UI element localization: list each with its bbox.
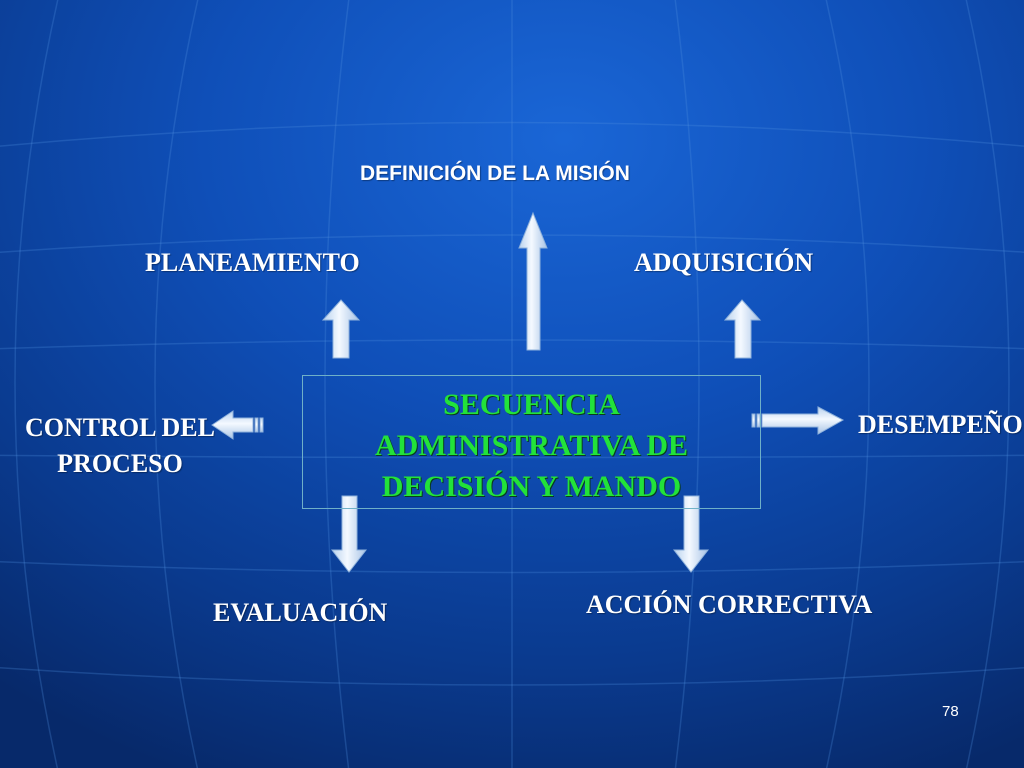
node-planning: PLANEAMIENTO xyxy=(145,248,360,277)
node-control-line-2: PROCESO xyxy=(57,449,183,478)
arrow-left-control xyxy=(211,410,264,440)
arrow-down-evaluation xyxy=(330,495,368,573)
center-title: SECUENCIA ADMINISTRATIVA DE DECISIÓN Y M… xyxy=(302,384,761,507)
node-performance: DESEMPEÑO xyxy=(858,410,1023,439)
arrow-up-mission xyxy=(518,211,548,351)
center-title-line-2: ADMINISTRATIVA DE xyxy=(374,429,689,462)
node-control-line-1: CONTROL DEL xyxy=(25,413,215,442)
node-acquisition: ADQUISICIÓN xyxy=(634,248,814,277)
node-control: CONTROL DEL PROCESO xyxy=(25,410,215,482)
node-mission: DEFINICIÓN DE LA MISIÓN xyxy=(360,162,630,185)
arrow-up-planning xyxy=(321,299,361,359)
arrow-down-corrective-action xyxy=(672,495,710,573)
arrow-up-acquisition xyxy=(723,299,762,359)
node-corrective-action: ACCIÓN CORRECTIVA xyxy=(586,590,873,619)
center-box xyxy=(302,375,761,509)
page-number: 78 xyxy=(942,703,959,720)
center-title-line-1: SECUENCIA xyxy=(443,388,620,421)
center-title-line-3: DECISIÓN Y MANDO xyxy=(381,470,682,503)
arrow-right-performance xyxy=(751,406,845,435)
node-evaluation: EVALUACIÓN xyxy=(213,598,388,627)
